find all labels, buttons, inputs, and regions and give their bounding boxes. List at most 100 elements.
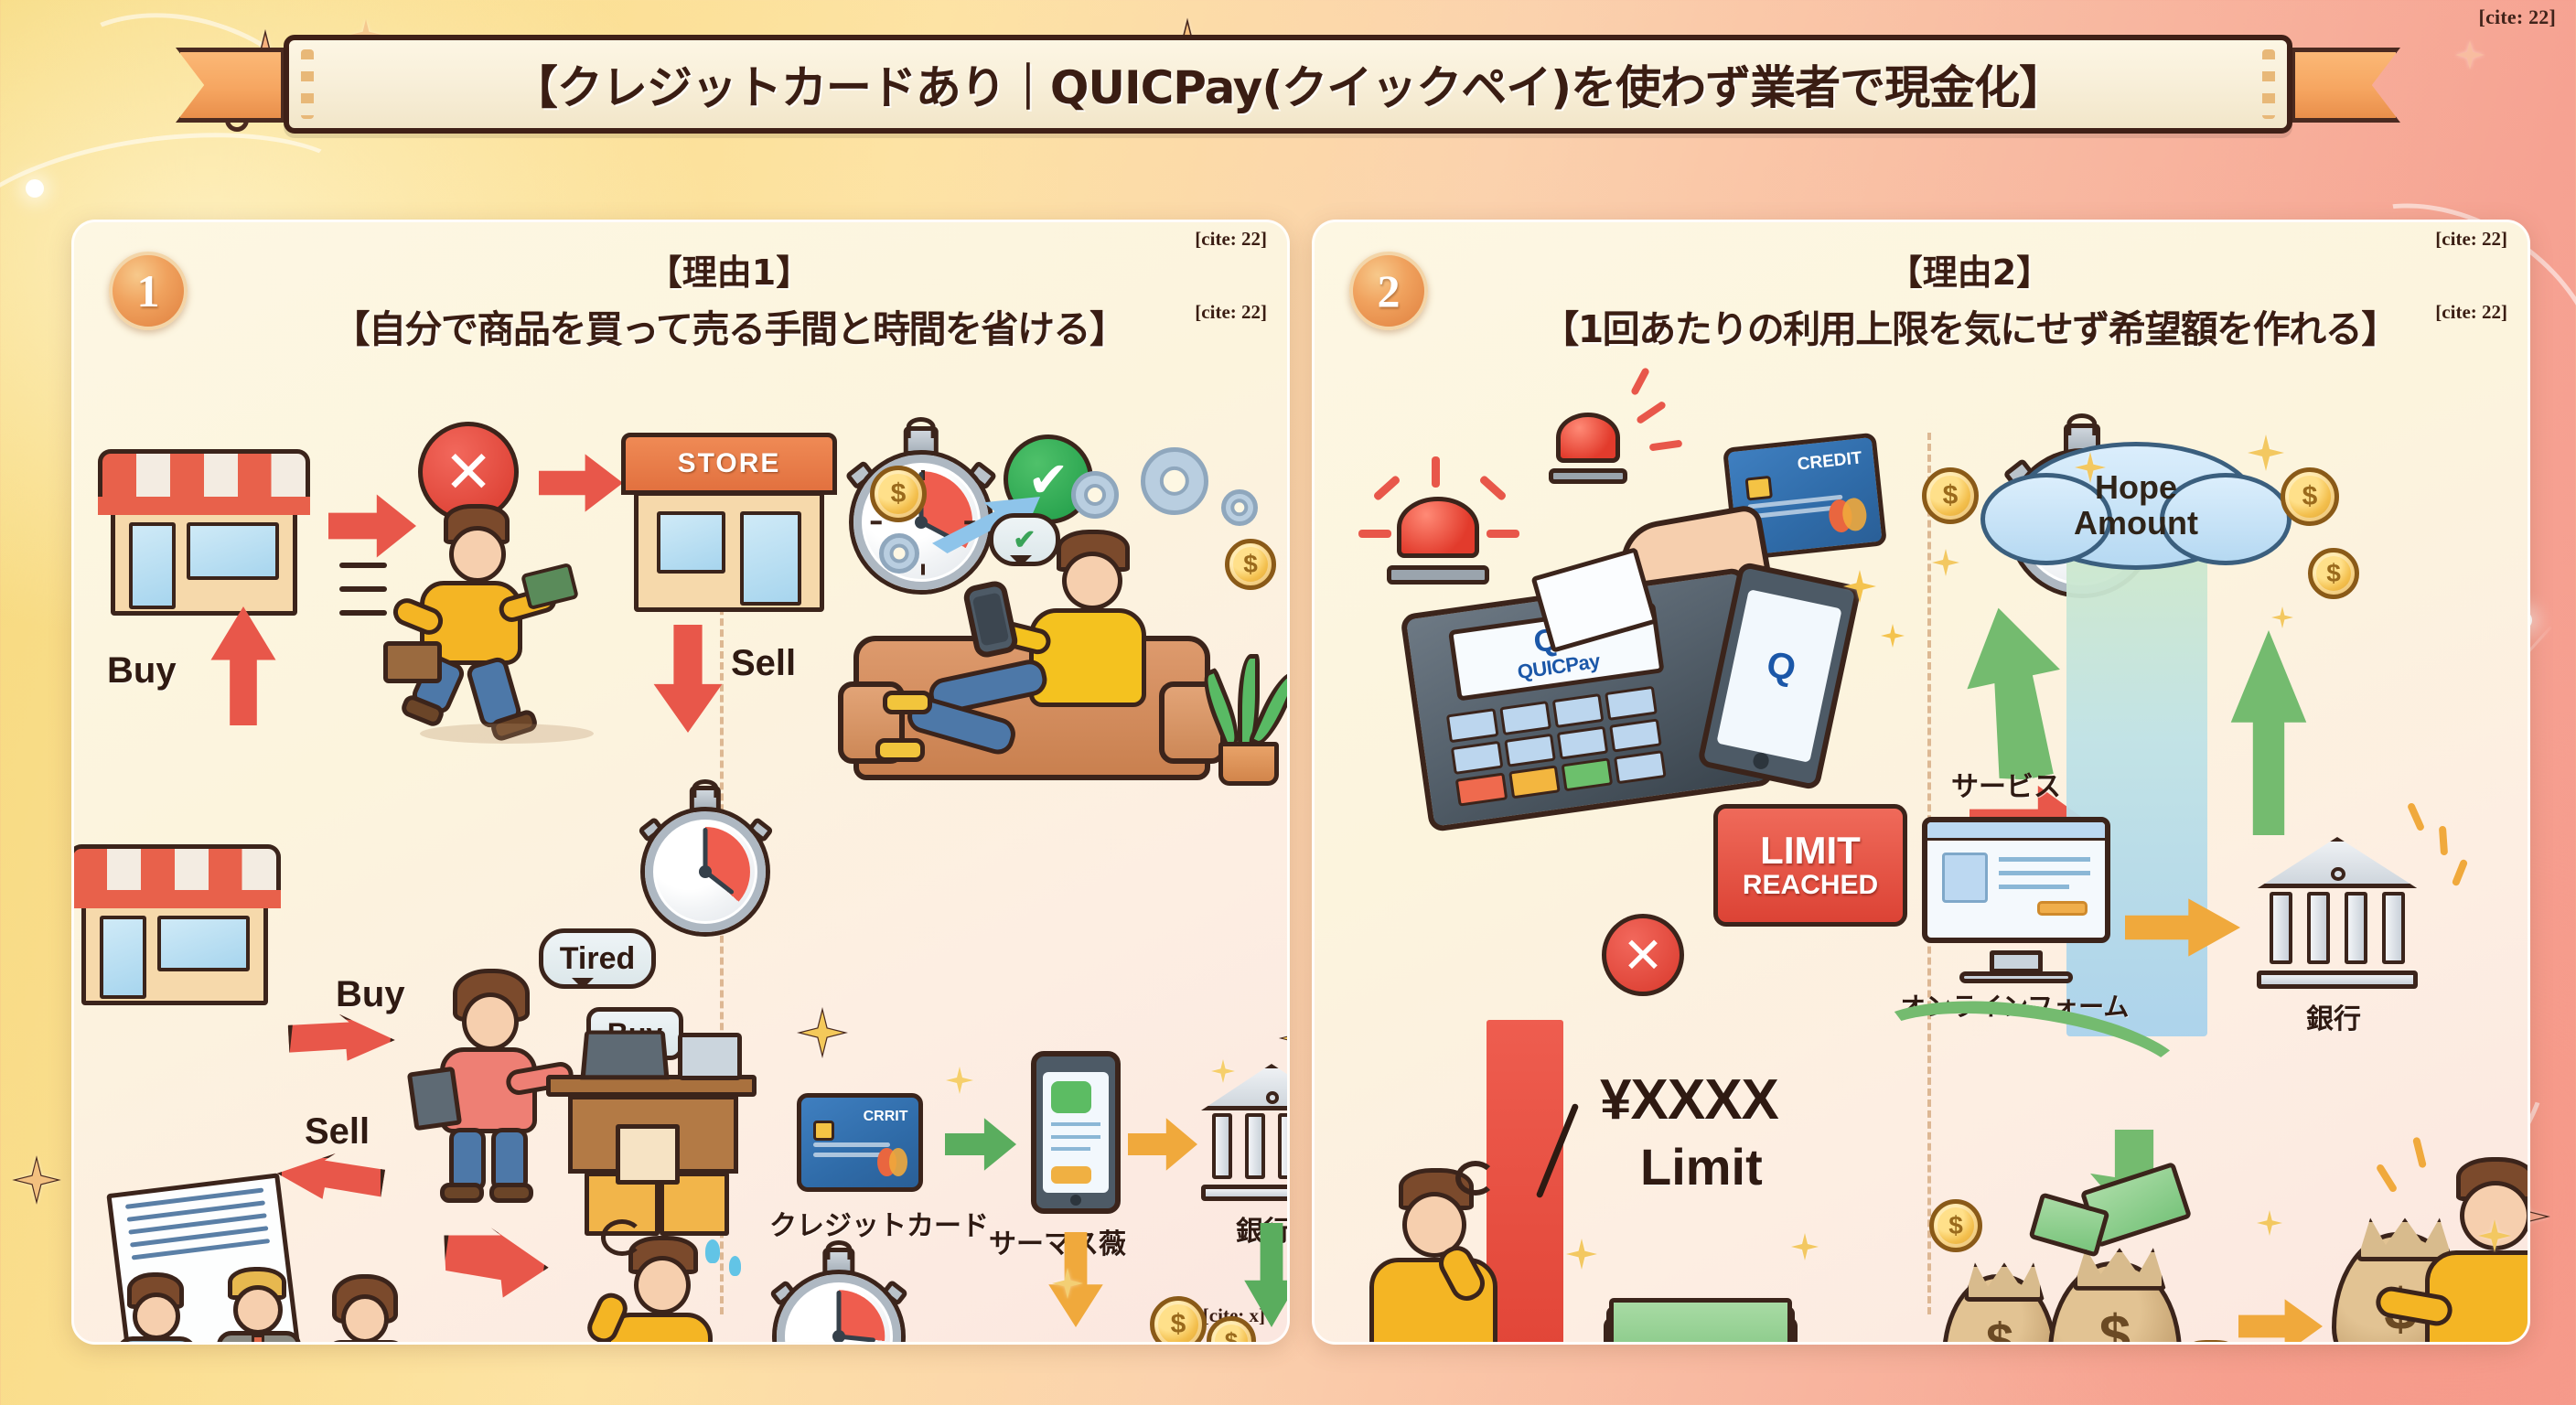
online-form-monitor-icon [1922,817,2110,983]
worried-person-figure [1346,1161,1525,1342]
bank-medallion [2330,867,2345,882]
smartphone-service-icon [1031,1051,1121,1214]
siren-ray [1635,400,1668,425]
laptop-icon [580,1030,670,1080]
arrow-right-green [945,1118,1016,1171]
worry-swirl-icon [1455,1161,1496,1196]
form-image-placeholder [1941,852,1988,904]
gear-icon [1221,489,1258,526]
browser-chrome-bar [1927,822,2105,842]
gear-icon [879,533,919,574]
person-head [449,526,506,583]
stopwatch-pin [915,516,928,529]
store-body [110,503,298,617]
stopwatch-face [853,455,989,590]
stopwatch-icon-3 [768,1248,909,1342]
stopwatch-face [645,811,766,932]
label-buy-2: Buy [336,974,405,1014]
hope-amount-cloud: Hope Amount [1980,442,2292,570]
siren-base [1548,467,1628,484]
panel-1-cite-top: [cite: 22] [1195,228,1267,250]
card-brand-text: CREDIT [1796,448,1863,475]
money-bag-icon: $ [1942,1274,2057,1342]
stressed-person-figure [577,1219,760,1342]
panel-2-heading-line2: 【1回あたりの利用上限を気にせず希望額を作れる】 [1541,307,2399,351]
bank-base [1201,1185,1287,1201]
monitor-screen [1922,817,2110,944]
coin-icon: $ [2308,548,2359,599]
limit-bar [1487,1020,1563,1342]
siren-ray [1629,366,1651,397]
panel-2-header: 【理由2】 【1回あたりの利用上限を気にせず希望額を作れる】 [1443,244,2496,353]
card-brand-text: CRRIT [863,1108,908,1124]
panel-1-heading-line1: 【理由1】 [647,252,811,293]
label-sell-1: Sell [731,643,797,683]
stopwatch-icon-1 [844,425,998,590]
stopwatch-crown [689,786,722,813]
stopwatch-pin [699,865,712,878]
plant-icon [1196,654,1287,786]
label-online-form: オンラインフォーム [1900,992,2130,1022]
shopping-bag [616,1124,680,1185]
person-shoe [883,691,932,714]
shine-ray [2406,801,2426,832]
store-body [80,896,269,1006]
store-window [156,915,250,971]
bank-icon [1201,1064,1287,1201]
form-line [1998,885,2070,890]
phone-screen [1042,1071,1110,1194]
label-service-2: サービス [1951,771,2061,803]
storefront-icon-2 [74,844,281,1009]
phone-home-button [1069,1194,1082,1206]
panel-1-header: 【理由1】 【自分で商品を買って売る手間と時間を省ける】 [202,244,1256,353]
label-buy-1: Buy [107,650,177,691]
running-person-figure [383,504,580,744]
chat-bubble-icon [1050,1081,1092,1113]
person-shoe [440,1183,484,1203]
relaxed-person-figure [875,524,1181,762]
siren-ray [1432,456,1440,488]
label-bank-2: 銀行 [2306,1003,2361,1035]
store-body [634,491,824,612]
person-figure-suit [209,1267,310,1342]
necktie-icon [252,1335,264,1342]
sweat-drop-icon [729,1256,741,1276]
form-submit-button[interactable] [2037,900,2088,917]
pos-keypad[interactable] [1446,686,1667,807]
phone-home-button [1751,751,1771,771]
shine-ray [2451,858,2469,887]
limit-word-text: Limit [1640,1138,1763,1196]
stopwatch-tick [870,520,882,525]
light-beam [2066,524,2207,1036]
store-with-sign: STORE [621,433,837,616]
arrow-up-red [210,606,276,725]
card-brand-logo [1827,497,1868,534]
network-node [26,179,44,198]
store-door [100,915,146,1000]
plant-pot [1218,742,1280,786]
joy-ray [2375,1163,2399,1194]
store-window [186,522,279,581]
printer-icon [678,1033,742,1080]
person-head [133,1292,180,1340]
coin-icon: $ [1922,467,1979,524]
title-ribbon: 【クレジットカードあり｜QUICPay(クイックペイ)を使わず業者で現金化】 [284,35,2292,134]
monitor-stand [1990,949,2043,974]
store-awning [74,844,281,909]
coin-stack-icon [2185,1340,2237,1342]
arrow-down-red [653,625,723,733]
credit-card-icon: CRRIT [797,1093,923,1192]
phone-screen [971,592,1010,647]
panel-2-heading-line1: 【理由2】 [1887,252,2052,293]
joy-ray [2412,1136,2427,1169]
person-head [341,1294,389,1342]
happy-person-figure [2373,1136,2528,1342]
screen-line [1050,1146,1090,1151]
approval-bubble: ✔ [989,513,1060,566]
screen-line [1050,1134,1101,1139]
card-brand-logo [877,1147,908,1177]
stopwatch-hand-minute [836,1291,842,1336]
card-lines [812,1137,891,1157]
shine-ray [2438,825,2449,856]
cloud-line1: Hope [2095,468,2177,507]
